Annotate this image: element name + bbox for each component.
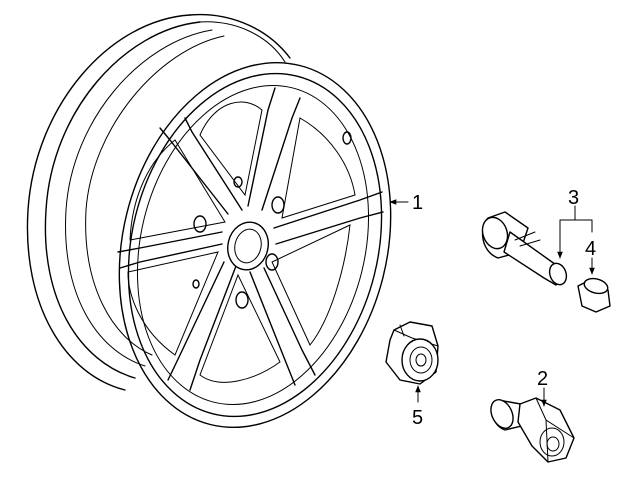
callout-4: 4	[585, 238, 596, 260]
lug-nut	[490, 397, 575, 463]
callout-5: 5	[412, 407, 423, 429]
wheel-rim	[26, 13, 392, 429]
center-cap	[385, 321, 439, 385]
callout-1: 1	[412, 192, 423, 214]
valve-cap	[577, 277, 611, 313]
valve-stem	[481, 211, 568, 286]
callout-2: 2	[537, 368, 548, 390]
leader-lines	[389, 199, 595, 407]
callout-3: 3	[568, 187, 579, 209]
wheel-hub	[192, 131, 352, 309]
wheel-spokes	[117, 87, 384, 391]
